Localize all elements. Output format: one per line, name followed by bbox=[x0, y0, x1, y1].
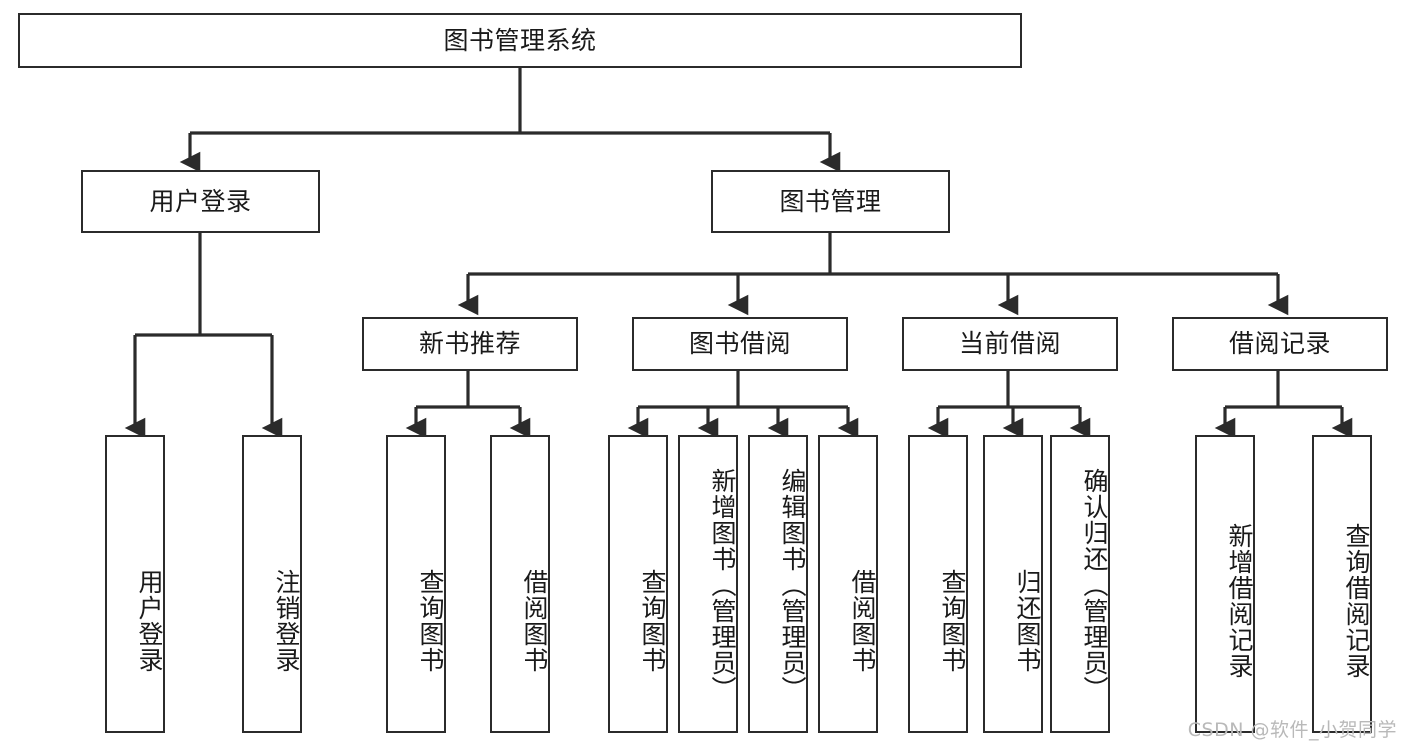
node-leaf-add-record-label: 新增借阅记录 bbox=[1225, 523, 1254, 679]
node-leaf-query-book-1[interactable]: 查询图书 bbox=[386, 435, 446, 733]
node-borrow-record[interactable]: 借阅记录 bbox=[1172, 317, 1388, 371]
node-leaf-query-book-1-label: 查询图书 bbox=[416, 569, 445, 673]
node-user-login[interactable]: 用户登录 bbox=[81, 170, 320, 233]
node-leaf-return-book[interactable]: 归还图书 bbox=[983, 435, 1043, 733]
node-leaf-query-record[interactable]: 查询借阅记录 bbox=[1312, 435, 1372, 733]
node-user-login-label: 用户登录 bbox=[149, 186, 252, 216]
node-leaf-query-book-3-label: 查询图书 bbox=[938, 569, 967, 673]
node-leaf-query-book-2-label: 查询图书 bbox=[638, 569, 667, 673]
node-book-borrow[interactable]: 图书借阅 bbox=[632, 317, 848, 371]
node-leaf-borrow-book-2-label: 借阅图书 bbox=[848, 569, 877, 673]
node-leaf-query-book-3[interactable]: 查询图书 bbox=[908, 435, 968, 733]
node-leaf-query-record-label: 查询借阅记录 bbox=[1342, 523, 1371, 679]
node-current-borrow[interactable]: 当前借阅 bbox=[902, 317, 1118, 371]
node-leaf-confirm-return[interactable]: 确认归还（管理员） bbox=[1050, 435, 1110, 733]
node-book-manage[interactable]: 图书管理 bbox=[711, 170, 950, 233]
node-leaf-logout-login-label: 注销登录 bbox=[272, 569, 301, 673]
node-leaf-borrow-book-1-label: 借阅图书 bbox=[520, 569, 549, 673]
watermark-text: CSDN @软件_小贺同学 bbox=[1187, 719, 1397, 741]
node-leaf-borrow-book-1[interactable]: 借阅图书 bbox=[490, 435, 550, 733]
node-leaf-borrow-book-2[interactable]: 借阅图书 bbox=[818, 435, 878, 733]
node-borrow-record-label: 借阅记录 bbox=[1228, 329, 1331, 359]
node-new-book-recommend[interactable]: 新书推荐 bbox=[362, 317, 578, 371]
node-book-manage-label: 图书管理 bbox=[779, 186, 882, 216]
node-leaf-return-book-label: 归还图书 bbox=[1013, 569, 1042, 673]
node-leaf-edit-book[interactable]: 编辑图书（管理员） bbox=[748, 435, 808, 733]
node-leaf-edit-book-label: 编辑图书（管理员） bbox=[778, 468, 807, 702]
node-root-label: 图书管理系统 bbox=[443, 25, 597, 55]
node-leaf-add-book[interactable]: 新增图书（管理员） bbox=[678, 435, 738, 733]
node-leaf-add-record[interactable]: 新增借阅记录 bbox=[1195, 435, 1255, 733]
node-new-book-recommend-label: 新书推荐 bbox=[418, 329, 521, 359]
node-leaf-user-login[interactable]: 用户登录 bbox=[105, 435, 165, 733]
node-leaf-add-book-label: 新增图书（管理员） bbox=[708, 468, 737, 702]
node-leaf-logout-login[interactable]: 注销登录 bbox=[242, 435, 302, 733]
node-current-borrow-label: 当前借阅 bbox=[958, 329, 1061, 359]
node-book-borrow-label: 图书借阅 bbox=[688, 329, 791, 359]
node-leaf-user-login-label: 用户登录 bbox=[135, 569, 164, 673]
node-leaf-query-book-2[interactable]: 查询图书 bbox=[608, 435, 668, 733]
node-leaf-confirm-return-label: 确认归还（管理员） bbox=[1080, 468, 1109, 702]
node-root[interactable]: 图书管理系统 bbox=[18, 13, 1022, 68]
